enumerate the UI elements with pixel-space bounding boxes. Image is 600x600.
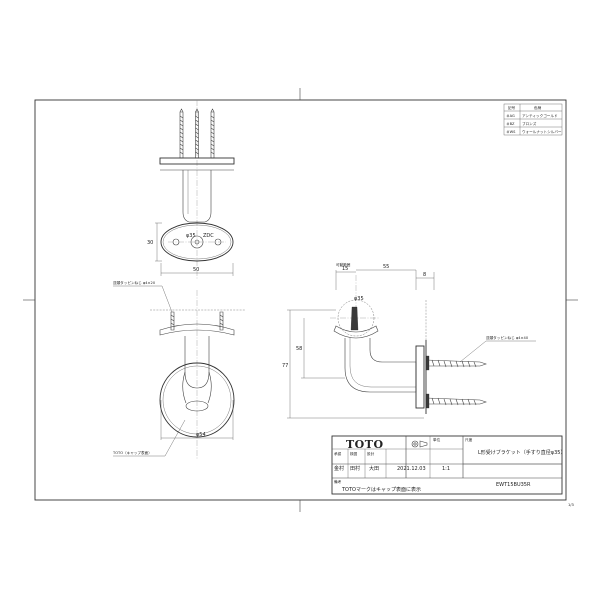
- dim-side-58: 58: [296, 346, 302, 352]
- page-number: 1/3: [568, 503, 574, 507]
- dim-side-dia: φ35: [354, 296, 364, 302]
- label-zdc: ZDC: [203, 233, 214, 239]
- side-view: 可動範囲 15 55 8 φ35 皿頭タッピンねじ φ4×40: [282, 262, 536, 419]
- label-cap-note: TOTO（キャップ表面）: [112, 450, 152, 455]
- materials-header-name: 色柄: [534, 105, 542, 110]
- dim-side-height: 77: [282, 363, 288, 369]
- projection-symbol-icon: [411, 440, 428, 448]
- label-approve: 承認: [334, 451, 342, 456]
- drawing-note: TOTOマークはキャップ表面に表示: [341, 486, 421, 493]
- designer-name: 大田: [369, 465, 379, 472]
- front-view: 皿頭タッピンねじ φ4×20 φ54 TOTO（キャップ表面）: [112, 280, 246, 460]
- material-name-ag: アンティックゴールド: [522, 113, 558, 118]
- dim-dia-54: φ54: [196, 432, 206, 438]
- label-check: 検図: [350, 451, 358, 456]
- checker-name: 田村: [350, 465, 360, 472]
- dim-side-15: 15: [342, 266, 348, 272]
- dim-side-55: 55: [383, 264, 389, 270]
- materials-header-code: 記号: [508, 105, 516, 110]
- product-name: L形受けブラケット（手すり直径φ35）: [478, 449, 565, 456]
- dim-plate-width: 50: [193, 267, 199, 273]
- model-number: EWT15BU35R: [496, 482, 531, 488]
- label-position: 可動範囲: [336, 262, 351, 267]
- label-screw-side: 皿頭タッピンねじ φ4×40: [486, 335, 529, 340]
- label-design: 設計: [367, 451, 375, 456]
- dim-plate-height: 30: [147, 240, 153, 246]
- title-block: TOTO 単位 尺度 L形受けブラケット（手すり直径φ35） 承認 検図 設計 …: [331, 435, 565, 495]
- material-code-ws: ＃WS: [506, 130, 516, 134]
- material-name-ws: ウォールナットシルバー: [522, 129, 562, 134]
- material-code-bz: ＃BZ: [506, 122, 515, 126]
- dim-side-8: 8: [423, 272, 426, 278]
- materials-table: 記号 色柄 ＃AG アンティックゴールド ＃BZ ブロンズ ＃WS ウォールナッ…: [503, 103, 563, 136]
- approver-name: 金村: [334, 465, 344, 472]
- label-note: 備考: [334, 479, 342, 484]
- top-view: φ35 ZDC 30 50: [147, 100, 235, 280]
- label-dia-35-plate: φ35: [186, 233, 196, 239]
- drawing-date: 2021.12.03: [397, 466, 426, 472]
- drawing-frame: [23, 88, 578, 512]
- label-screw-top: 皿頭タッピンねじ φ4×20: [113, 280, 156, 285]
- toto-logo: TOTO: [346, 438, 384, 451]
- label-scale: 尺度: [465, 437, 473, 442]
- material-name-bz: ブロンズ: [522, 121, 537, 126]
- drawing-scale: 1:1: [442, 466, 450, 472]
- material-code-ag: ＃AG: [506, 114, 515, 118]
- label-unit: 単位: [433, 437, 441, 442]
